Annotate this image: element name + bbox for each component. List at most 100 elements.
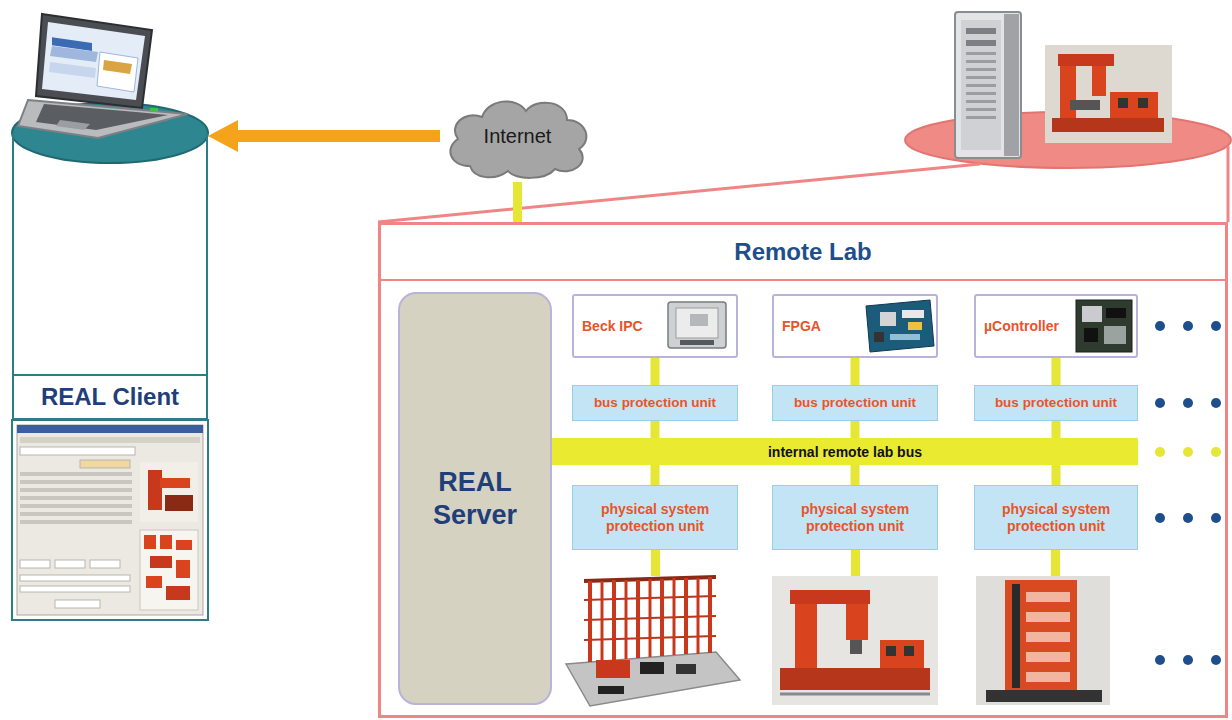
continuation-dots-part	[1155, 321, 1165, 331]
connector	[851, 421, 860, 438]
server-tower-part	[966, 76, 996, 79]
server-tower	[955, 12, 1021, 158]
client-screenshot-part	[12, 420, 208, 620]
server-tower-part	[966, 60, 996, 63]
client-screenshot-part	[90, 560, 120, 568]
continuation-dots-part	[1155, 447, 1165, 457]
beck-ipc-chip-part	[690, 314, 708, 326]
laptop-illustration-part	[103, 60, 132, 74]
connector-shaft	[238, 130, 440, 142]
continuation-dots-part	[1211, 321, 1221, 331]
client-screenshot-part	[160, 535, 172, 549]
warehouse-model-part	[640, 662, 664, 674]
laptop-illustration-part	[150, 108, 158, 112]
microcontroller-board-part	[1104, 326, 1126, 344]
continuation-dots-part	[1155, 655, 1165, 665]
beck-ipc-chip-part	[676, 308, 718, 338]
node-label: REAL Client	[14, 374, 206, 418]
system-protection-box: physical system protection unit	[572, 485, 738, 550]
gantry-robot-model	[772, 576, 938, 705]
beck-ipc-chip-part	[680, 340, 714, 345]
robot-photo-part	[1138, 98, 1148, 108]
tower-model-part	[1012, 584, 1020, 688]
continuation-dots-part	[1183, 447, 1193, 457]
continuation-dots	[1155, 321, 1221, 665]
system-link-part	[651, 550, 660, 576]
server-tower-part	[961, 20, 1001, 150]
continuation-dots-part	[1183, 513, 1193, 523]
connector-shaft	[651, 465, 660, 485]
fpga-board-part	[880, 312, 896, 326]
continuation-dots-part	[1155, 513, 1165, 523]
connector	[651, 421, 660, 438]
client-screenshot-part	[165, 495, 193, 511]
connector-shaft	[851, 421, 860, 438]
server-tower-part	[966, 68, 996, 71]
fpga-board-part	[902, 310, 924, 318]
connector	[513, 182, 522, 222]
client-screenshot-part	[20, 586, 130, 592]
laptop-illustration-part	[97, 52, 138, 92]
client-screenshot-part	[20, 575, 130, 581]
client-screenshot-part	[20, 437, 200, 443]
client-screenshot-part	[17, 425, 203, 433]
node-label: bus protection unit	[594, 395, 716, 411]
laptop-illustration-part	[36, 14, 152, 108]
robot-photo-part	[1118, 98, 1128, 108]
client-screenshot-part	[55, 600, 100, 608]
gantry-robot-model-part	[780, 668, 930, 690]
client-screenshot-part	[20, 504, 132, 508]
device-box: µController	[974, 294, 1138, 358]
continuation-dots-part	[1183, 655, 1193, 665]
node-label: µController	[984, 318, 1059, 334]
client-screenshot-part	[55, 560, 85, 568]
bus-protection-box: bus protection unit	[572, 385, 738, 421]
laptop-illustration-part	[42, 22, 145, 100]
client-screenshot-part	[20, 560, 50, 568]
gantry-robot-model-part	[780, 693, 930, 696]
node-label: physical system protection unit	[979, 501, 1133, 535]
device-box: Beck IPC	[572, 294, 738, 358]
client-screenshot-part	[20, 520, 132, 524]
warehouse-model-part	[708, 577, 712, 653]
gantry-robot-model-part	[904, 646, 914, 656]
server-tower-part	[955, 12, 1021, 158]
microcontroller-board-part	[1106, 308, 1126, 318]
client-screenshot-part	[20, 512, 132, 516]
robot-photo-part	[1092, 66, 1106, 96]
node-label: physical system protection unit	[577, 501, 733, 535]
beck-ipc-chip-part	[668, 302, 726, 348]
client-screenshot-part	[80, 460, 130, 468]
gantry-robot-model-part	[880, 640, 924, 668]
node-label: bus protection unit	[995, 395, 1117, 411]
microcontroller-board-part	[1076, 300, 1132, 352]
connector	[851, 358, 860, 385]
client-screenshot-part	[150, 556, 172, 568]
fpga-board-part	[866, 300, 934, 352]
client-screenshot-part	[166, 586, 190, 600]
microcontroller-board	[1076, 300, 1132, 352]
tower-model-part	[1005, 580, 1077, 692]
node-label: Remote Lab	[381, 225, 1225, 281]
connector	[208, 120, 440, 152]
node-label: internal remote lab bus	[768, 444, 922, 460]
warehouse-model-part	[636, 580, 640, 658]
tower-model-part	[1026, 592, 1070, 602]
warehouse-model-part	[649, 579, 652, 657]
warehouse-model	[566, 577, 740, 706]
client-screenshot-part	[148, 470, 162, 510]
warehouse-model-part	[566, 652, 740, 706]
system-link	[651, 550, 1060, 576]
fpga-board-part	[890, 334, 920, 340]
warehouse-model-part	[673, 578, 676, 655]
continuation-dots-part	[1155, 398, 1165, 408]
warehouse-model-part	[684, 578, 688, 654]
warehouse-model-part	[596, 660, 630, 678]
connector	[1052, 421, 1061, 438]
connector-shaft	[1052, 465, 1061, 485]
gantry-robot-model-part	[846, 604, 868, 640]
server-box: REAL Server	[398, 292, 552, 705]
